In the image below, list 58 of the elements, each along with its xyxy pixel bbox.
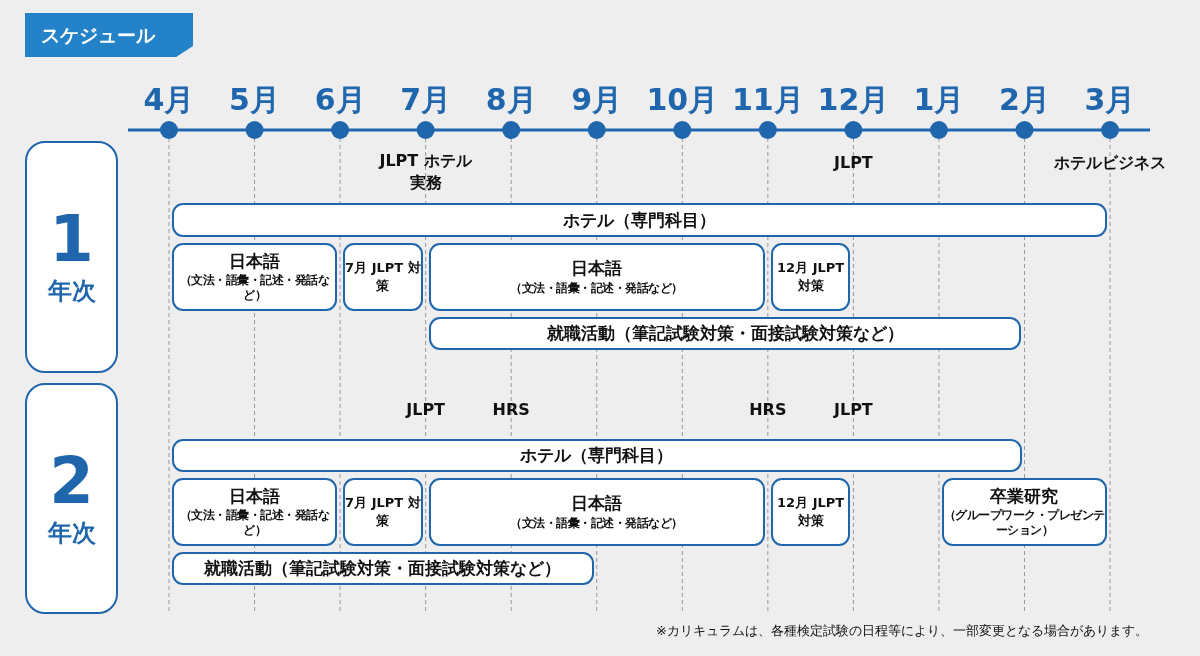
exam-prep-box	[343, 478, 423, 546]
exam-prep-box	[343, 243, 423, 311]
exam-label: JLPT	[404, 399, 447, 421]
course-title: 12月 JLPT 対策	[776, 494, 846, 530]
course-bar	[172, 552, 594, 585]
month-label: 4月	[143, 81, 195, 119]
course-title: 就職活動（筆記試験対策・面接試験対策など）	[204, 558, 562, 579]
year-number: 2	[49, 448, 94, 513]
course-title: ホテル（専門科目）	[563, 209, 716, 231]
course-title: 日本語	[571, 258, 623, 279]
year-label: 年次	[47, 517, 96, 549]
exam-label: JLPT ホテル実務	[377, 150, 473, 195]
month-label: 7月	[400, 81, 452, 119]
year-panel	[25, 141, 118, 373]
course-detail: （グループワーク・プレゼンテーション）	[943, 508, 1106, 539]
course-bar	[428, 243, 765, 311]
exam-label: JLPT	[832, 152, 874, 174]
course-detail: （文法・語彙・記述・発話など）	[510, 515, 683, 531]
course-bar	[172, 243, 338, 311]
section-heading: スケジュール	[25, 13, 193, 57]
exam-prep-box	[770, 478, 851, 546]
course-detail: （文法・語彙・記述・発話など）	[510, 280, 683, 296]
month-label: 2月	[999, 81, 1050, 119]
course-bar	[428, 317, 1022, 350]
course-title: 就職活動（筆記試験対策・面接試験対策など）	[546, 323, 904, 344]
course-title: 12月 JLPT 対策	[776, 259, 846, 295]
course-bar	[172, 203, 1108, 237]
course-title: 7月 JLPT 対策	[344, 259, 422, 295]
course-bar	[172, 478, 338, 546]
month-label: 12月	[817, 81, 890, 119]
course-title: 7月 JLPT 対策	[344, 494, 422, 530]
exam-prep-box	[770, 243, 851, 311]
course-detail: （文法・語彙・記述・発話など）	[178, 508, 331, 539]
footnote: ※カリキュラムは、各種検定試験の日程等により、一部変更となる場合があります。	[656, 622, 1148, 640]
course-title: ホテル（専門科目）	[520, 445, 674, 466]
exam-label: JLPT	[832, 399, 874, 421]
course-title: 日本語	[229, 485, 281, 507]
month-label: 6月	[314, 81, 366, 119]
month-label: 8月	[485, 81, 537, 119]
course-bar	[941, 478, 1108, 546]
course-bar	[428, 478, 765, 546]
course-title: 日本語	[229, 250, 281, 272]
month-label: 9月	[571, 81, 623, 119]
month-label: 11月	[731, 81, 804, 119]
year-number: 1	[49, 207, 94, 271]
course-title: 卒業研究	[990, 485, 1059, 507]
year-panel	[25, 383, 118, 614]
course-bar	[172, 439, 1022, 472]
exam-label: ホテルビジネス	[1053, 152, 1168, 174]
month-label: 10月	[646, 81, 719, 119]
month-label: 1月	[913, 81, 965, 119]
exam-label: HRS	[491, 399, 531, 421]
course-detail: （文法・語彙・記述・発話など）	[178, 273, 331, 304]
course-title: 日本語	[571, 493, 623, 514]
exam-label: HRS	[748, 399, 788, 421]
year-label: 年次	[47, 276, 96, 307]
month-label: 3月	[1084, 81, 1136, 119]
month-label: 5月	[229, 81, 280, 119]
